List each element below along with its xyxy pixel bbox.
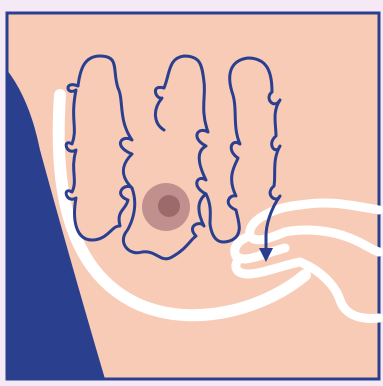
nipple-center [158,195,180,217]
